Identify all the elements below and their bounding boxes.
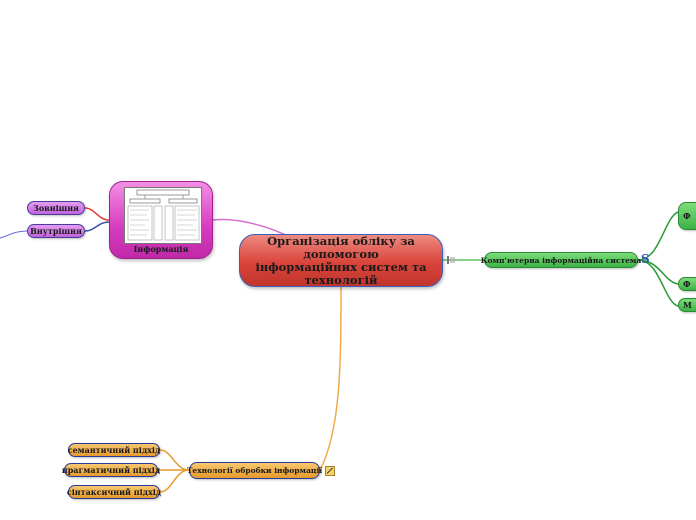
topic-computer-system[interactable]: Комп'ютерна інформаційна система bbox=[481, 252, 641, 268]
link-info-internal bbox=[84, 221, 110, 232]
central-topic-text: Організація обліку за допомогою інформац… bbox=[255, 233, 427, 287]
topic-syntactic-approach-label: сінтаксичний підхід bbox=[66, 487, 162, 497]
topic-system-child-1[interactable]: Ф bbox=[678, 202, 696, 230]
link-tech-child3 bbox=[159, 469, 190, 493]
link-system-child3 bbox=[637, 259, 679, 307]
link-offscreen-left bbox=[0, 230, 28, 239]
table-thumbnail-icon bbox=[127, 189, 200, 241]
link-info-external bbox=[84, 207, 110, 221]
note-edit-icon[interactable] bbox=[325, 466, 335, 479]
topic-computer-system-label: Комп'ютерна інформаційна система bbox=[480, 255, 642, 265]
topic-pragmatic-approach[interactable]: прагматичний підхід bbox=[61, 463, 161, 477]
topic-system-child-2-label: Ф bbox=[683, 279, 691, 289]
topic-external[interactable]: Зовнішня bbox=[27, 201, 85, 215]
topic-syntactic-approach[interactable]: сінтаксичний підхід bbox=[66, 485, 162, 499]
topic-internal-label: Внутрішня bbox=[30, 226, 82, 236]
link-tech-child1 bbox=[159, 449, 190, 471]
topic-technologies[interactable]: Технології обробки інформації bbox=[186, 462, 323, 479]
info-table-image bbox=[124, 187, 202, 244]
topic-semantic-approach-label: семантичний підхід bbox=[67, 445, 161, 455]
link-system-child1 bbox=[637, 211, 679, 261]
topic-external-label: Зовнішня bbox=[33, 203, 79, 213]
topic-system-child-3-label: М bbox=[683, 300, 692, 310]
topic-system-child-1-label: Ф bbox=[683, 211, 691, 221]
central-topic[interactable]: Організація обліку за допомогою інформац… bbox=[239, 234, 443, 287]
notes-icon[interactable] bbox=[446, 255, 456, 268]
link-central-tech bbox=[319, 286, 342, 471]
topic-system-child-2[interactable]: Ф bbox=[678, 277, 696, 291]
topic-semantic-approach[interactable]: семантичний підхід bbox=[68, 443, 160, 457]
topic-pragmatic-approach-label: прагматичний підхід bbox=[61, 465, 161, 475]
topic-informatsiya[interactable]: Інформація bbox=[109, 181, 213, 259]
topic-internal[interactable]: Внутрішня bbox=[27, 224, 85, 238]
s-glyph-icon[interactable]: S bbox=[641, 252, 650, 266]
topic-technologies-label: Технології обробки інформації bbox=[186, 466, 323, 475]
link-central-info bbox=[212, 218, 293, 239]
topic-informatsiya-label: Інформація bbox=[133, 244, 189, 254]
topic-system-child-3[interactable]: М bbox=[678, 298, 696, 312]
